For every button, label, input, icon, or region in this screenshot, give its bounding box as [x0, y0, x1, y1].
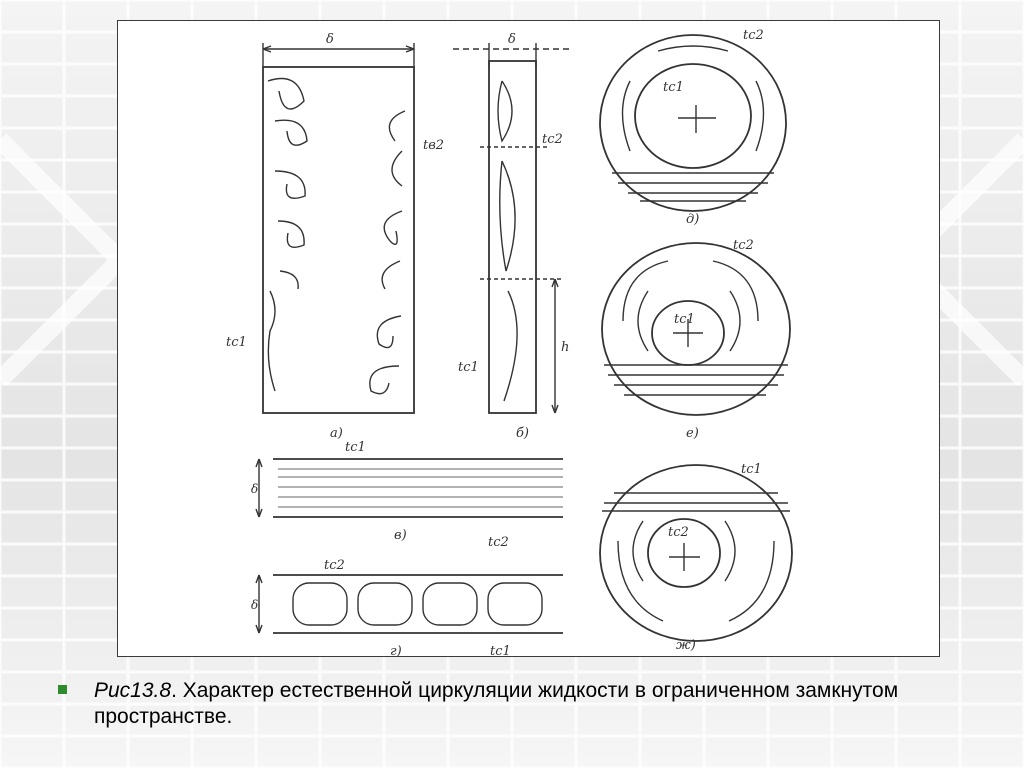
panel-b-height-symbol: h [561, 340, 569, 355]
caption-description: . Характер естественной циркуляции жидко… [94, 679, 899, 728]
panel-b-temp-right: tс2 [542, 132, 563, 147]
panel-v-thickness-symbol: δ [251, 482, 258, 496]
panel-a-width-symbol: δ [326, 32, 334, 47]
panel-v-temp-bottom: tс2 [488, 535, 509, 550]
panel-a-label: а) [330, 426, 343, 441]
panel-g-label: г) [390, 644, 402, 658]
panel-e-temp-inner: tс1 [674, 312, 695, 327]
figure-frame: δ tв2 tс1 а) δ tс2 tс1 h б) [117, 20, 940, 658]
panel-v [255, 458, 563, 518]
panel-e [601, 242, 791, 416]
panel-d-label: д) [686, 212, 699, 227]
panel-e-label: е) [686, 426, 699, 441]
panel-b-width-symbol: δ [508, 32, 516, 47]
panel-g [255, 574, 563, 634]
panel-g-temp-top: tс2 [324, 558, 345, 573]
panel-v-label: в) [394, 528, 407, 543]
panel-b-temp-left: tс1 [458, 360, 479, 375]
bullet-icon [58, 685, 67, 694]
panel-a-temp-left: tс1 [226, 335, 247, 350]
panel-d [599, 34, 787, 212]
panel-g-thickness-symbol: δ [251, 598, 258, 612]
figure-number: Рис13.8 [94, 679, 172, 702]
panel-a [262, 43, 415, 414]
panel-e-temp-outer: tс2 [733, 238, 754, 253]
caption-text: Рис13.8. Характер естественной циркуляци… [94, 678, 974, 730]
panel-d-temp-inner: tс1 [663, 80, 684, 95]
circulation-diagram: δ tв2 tс1 а) δ tс2 tс1 h б) [226, 28, 793, 658]
panel-zh-temp-outer: tс1 [741, 462, 762, 477]
panel-zh-label: ж) [676, 638, 696, 653]
panel-zh-temp-inner: tс2 [668, 525, 689, 540]
panel-a-temp-right: tв2 [423, 138, 444, 153]
panel-g-temp-bottom: tс1 [490, 644, 511, 658]
panel-b-label: б) [516, 426, 529, 441]
panel-b [453, 43, 573, 414]
panel-zh [599, 464, 793, 642]
panel-v-temp-top: tс1 [345, 440, 366, 455]
panel-d-temp-outer: tс2 [743, 28, 764, 43]
